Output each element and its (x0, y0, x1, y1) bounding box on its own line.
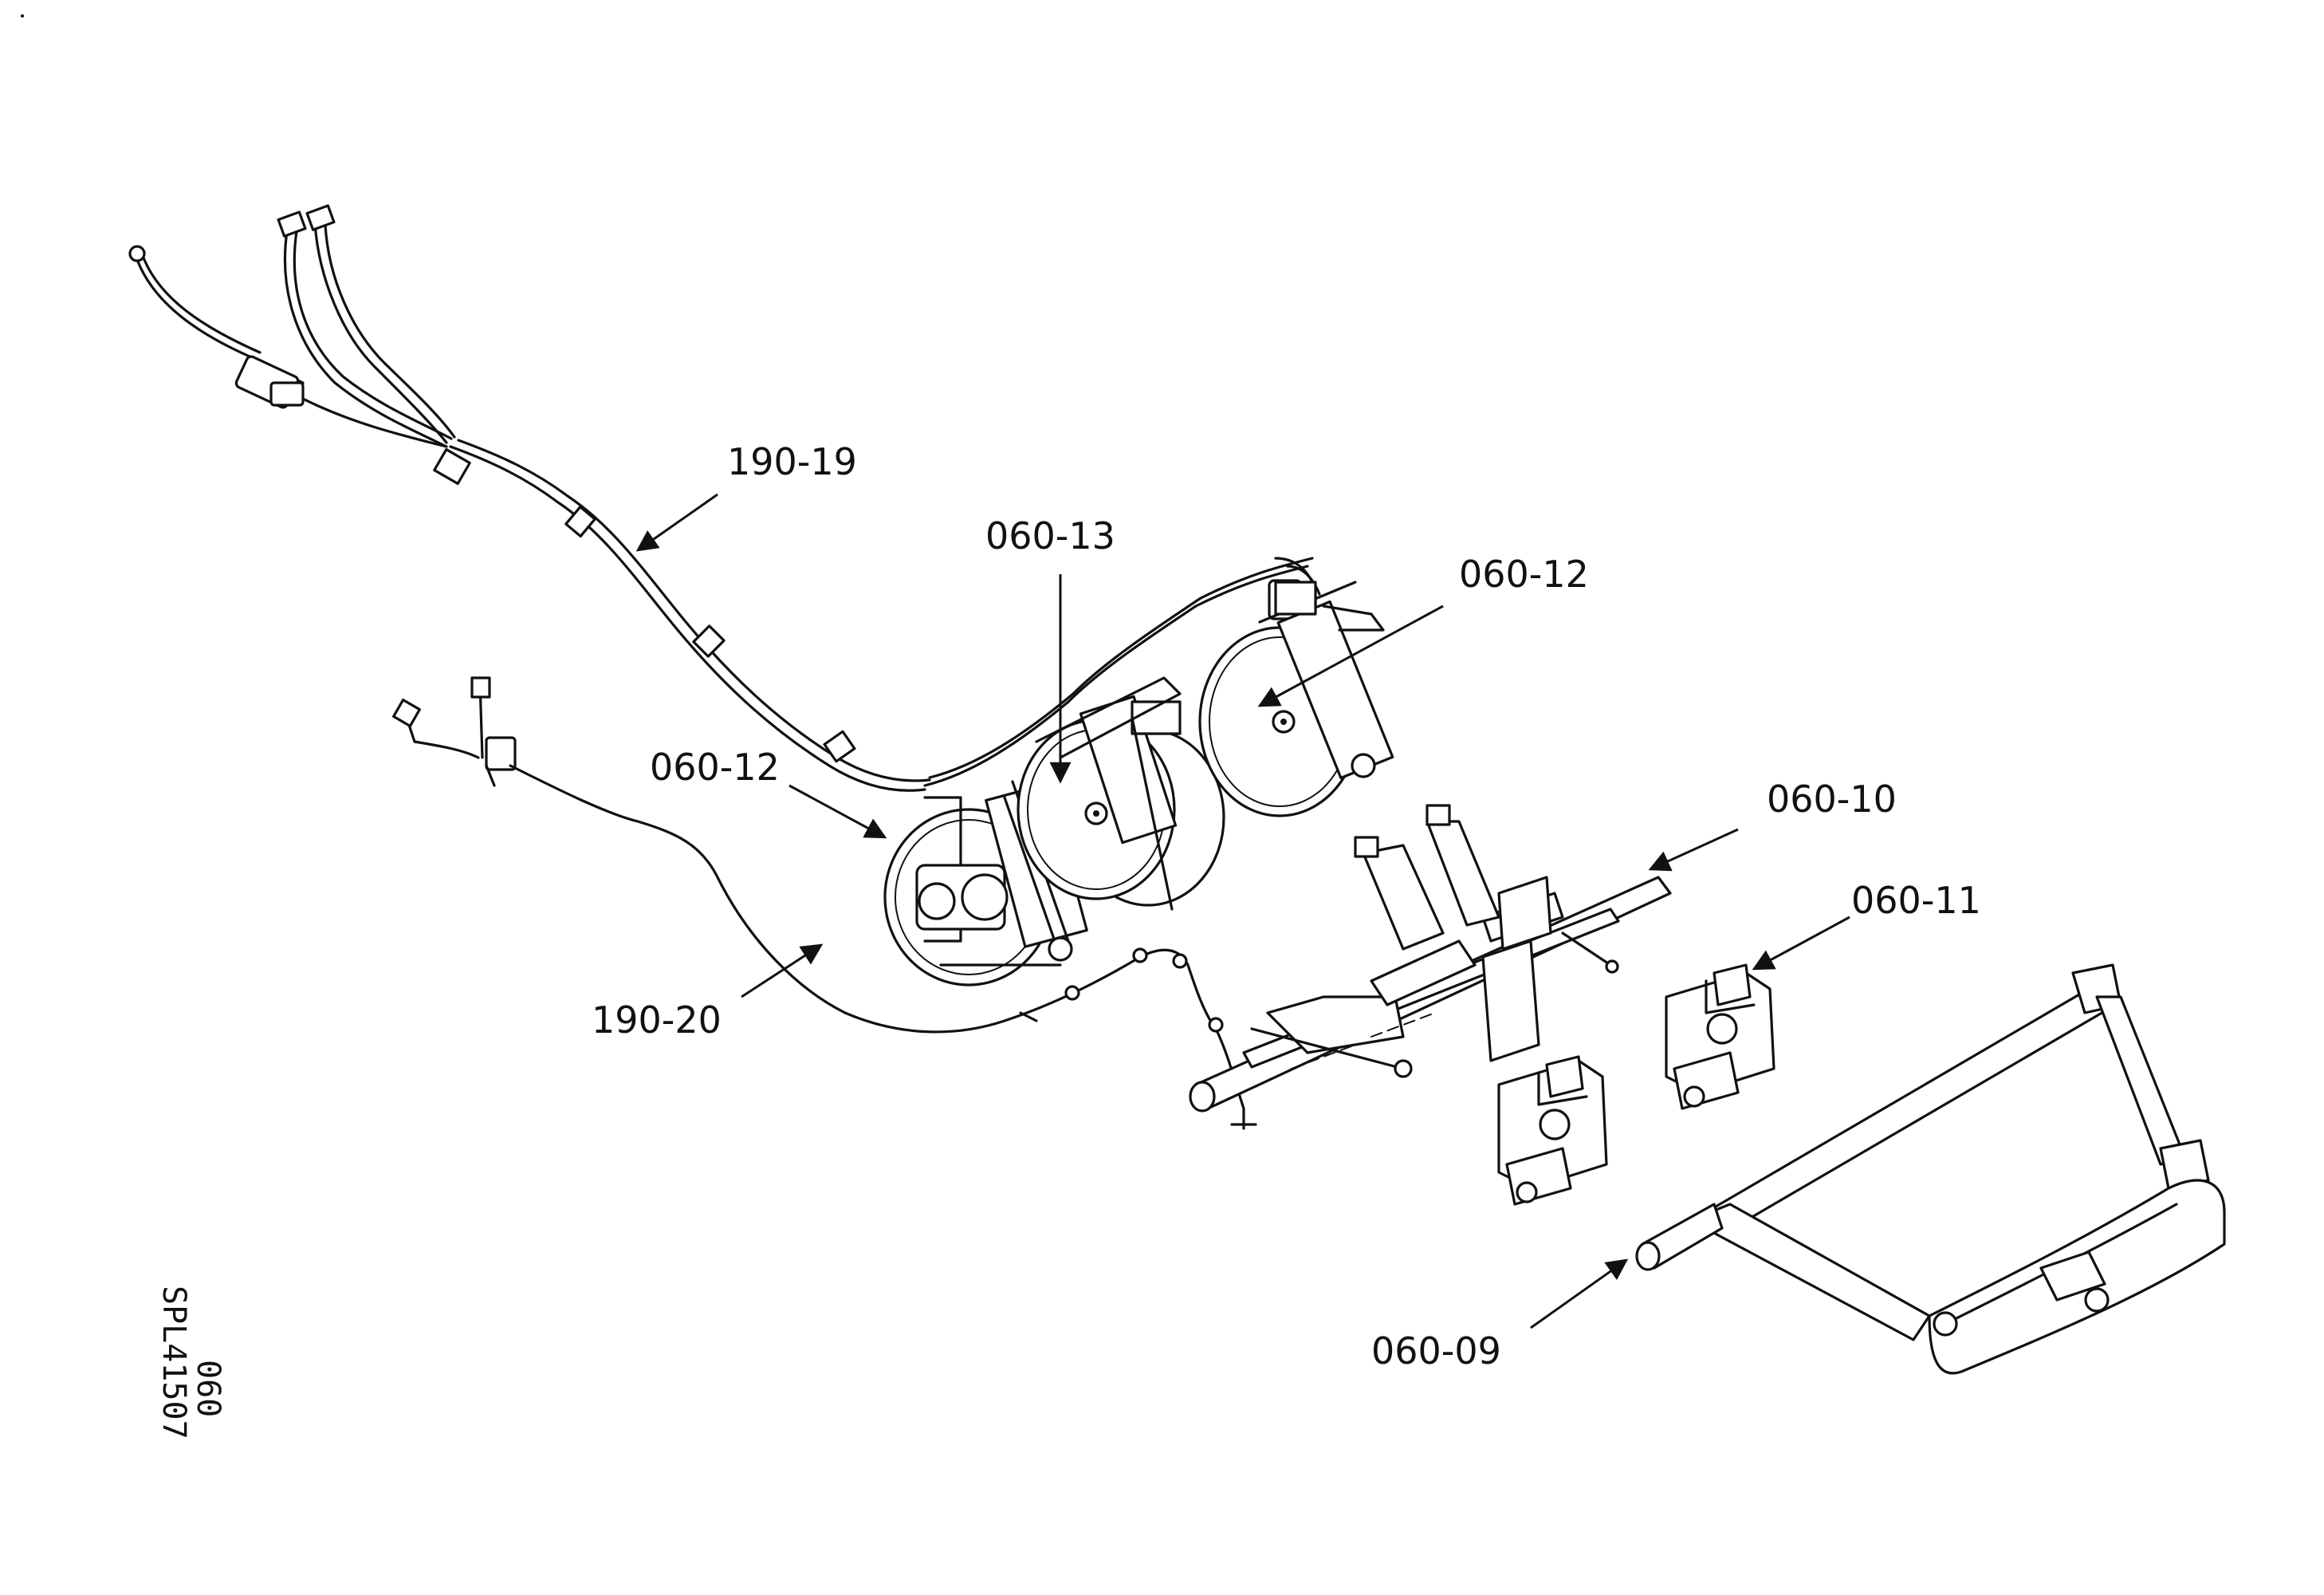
callout-060-12-left: 060-12 (650, 746, 780, 789)
callout-060-13: 060-13 (985, 514, 1115, 557)
leader-lines (635, 493, 1850, 1329)
callout-060-12-right: 060-12 (1459, 553, 1589, 596)
hose-assembly-190-19 (128, 204, 1321, 792)
row-bracket-060-11 (1497, 963, 1775, 1206)
frame-060-09 (1635, 963, 2226, 1375)
wiring-harness-190-20 (392, 676, 1257, 1130)
corner-dot (21, 14, 24, 18)
seed-meter-unit (883, 581, 1394, 987)
callout-190-19: 190-19 (727, 440, 857, 483)
main-frame-060-10 (1189, 804, 1672, 1113)
reference-section: 060 (190, 1360, 226, 1417)
callout-190-20: 190-20 (592, 998, 722, 1042)
callout-060-09: 060-09 (1371, 1329, 1501, 1372)
reference-code: SPL41507 (155, 1286, 192, 1439)
callout-060-11: 060-11 (1851, 879, 1981, 922)
callout-060-10: 060-10 (1767, 778, 1897, 821)
